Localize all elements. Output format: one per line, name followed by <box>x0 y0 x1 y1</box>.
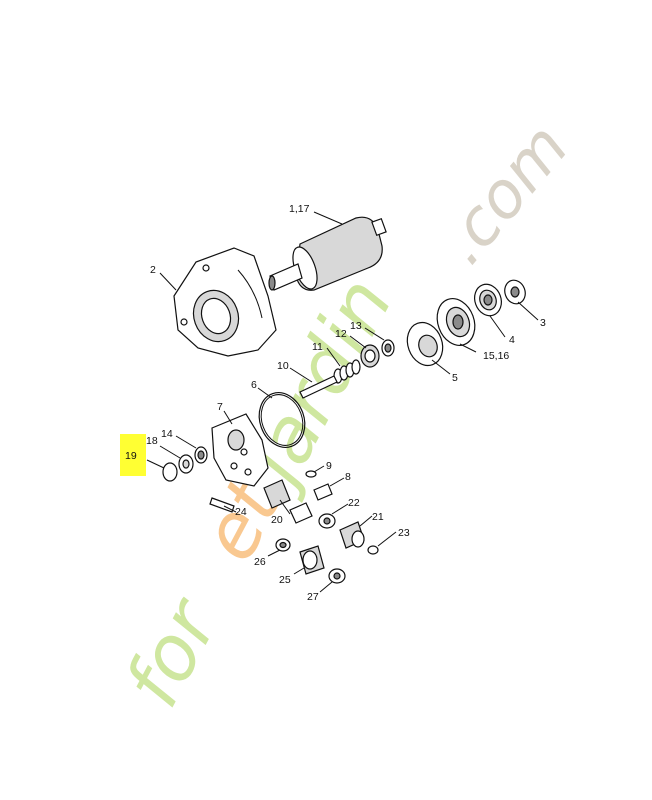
label-27: 27 <box>307 591 319 603</box>
label-14: 14 <box>161 428 173 440</box>
part-ring-13 <box>381 339 395 357</box>
part-22 <box>318 513 336 529</box>
label-5: 5 <box>452 372 458 384</box>
highlight-box <box>120 434 146 476</box>
part-23 <box>367 545 379 555</box>
label-15-16: 15,16 <box>483 350 509 362</box>
part-piston-10 <box>299 375 338 399</box>
label-1-17: 1,17 <box>289 203 310 215</box>
part-25 <box>299 545 325 575</box>
label-25: 25 <box>279 574 291 586</box>
part-26 <box>275 538 291 552</box>
label-21: 21 <box>372 511 384 523</box>
label-26: 26 <box>254 556 266 568</box>
label-24: 24 <box>235 506 247 518</box>
part-18 <box>178 454 194 474</box>
part-19 <box>162 462 178 482</box>
label-7: 7 <box>217 401 223 413</box>
part-cage-12 <box>360 344 380 368</box>
label-22: 22 <box>348 497 360 509</box>
part-valve-20 <box>263 479 313 524</box>
label-20: 20 <box>271 514 283 526</box>
part-27 <box>328 568 346 584</box>
part-8 <box>313 483 333 501</box>
part-eccentric <box>406 321 444 367</box>
label-3: 3 <box>540 317 546 329</box>
part-bearing-3 <box>504 279 526 305</box>
label-6: 6 <box>251 379 257 391</box>
watermark-text-com: .com <box>426 110 584 278</box>
part-motor <box>268 216 387 291</box>
label-11: 11 <box>312 341 323 353</box>
leader-lines <box>146 211 539 593</box>
part-bearing-4 <box>474 283 502 317</box>
label-23: 23 <box>398 527 410 539</box>
label-10: 10 <box>277 360 289 372</box>
label-8: 8 <box>345 471 351 483</box>
label-19: 19 <box>125 450 137 462</box>
part-9 <box>305 470 317 478</box>
callout-labels: 1,17 2 3 4 5 6 7 8 9 10 11 12 13 14 15,1… <box>125 203 546 603</box>
label-18: 18 <box>146 435 158 447</box>
watermark: for et jardin .com <box>107 110 583 720</box>
label-2: 2 <box>150 264 156 276</box>
part-gear <box>436 298 476 346</box>
label-12: 12 <box>335 328 347 340</box>
part-14 <box>194 446 208 464</box>
label-13: 13 <box>350 320 362 332</box>
part-housing <box>173 247 277 357</box>
part-pump-head <box>211 413 269 487</box>
part-oring-6 <box>258 392 306 448</box>
watermark-text-for: for <box>107 582 237 720</box>
part-21 <box>339 521 365 549</box>
label-9: 9 <box>326 460 332 472</box>
label-4: 4 <box>509 334 515 346</box>
